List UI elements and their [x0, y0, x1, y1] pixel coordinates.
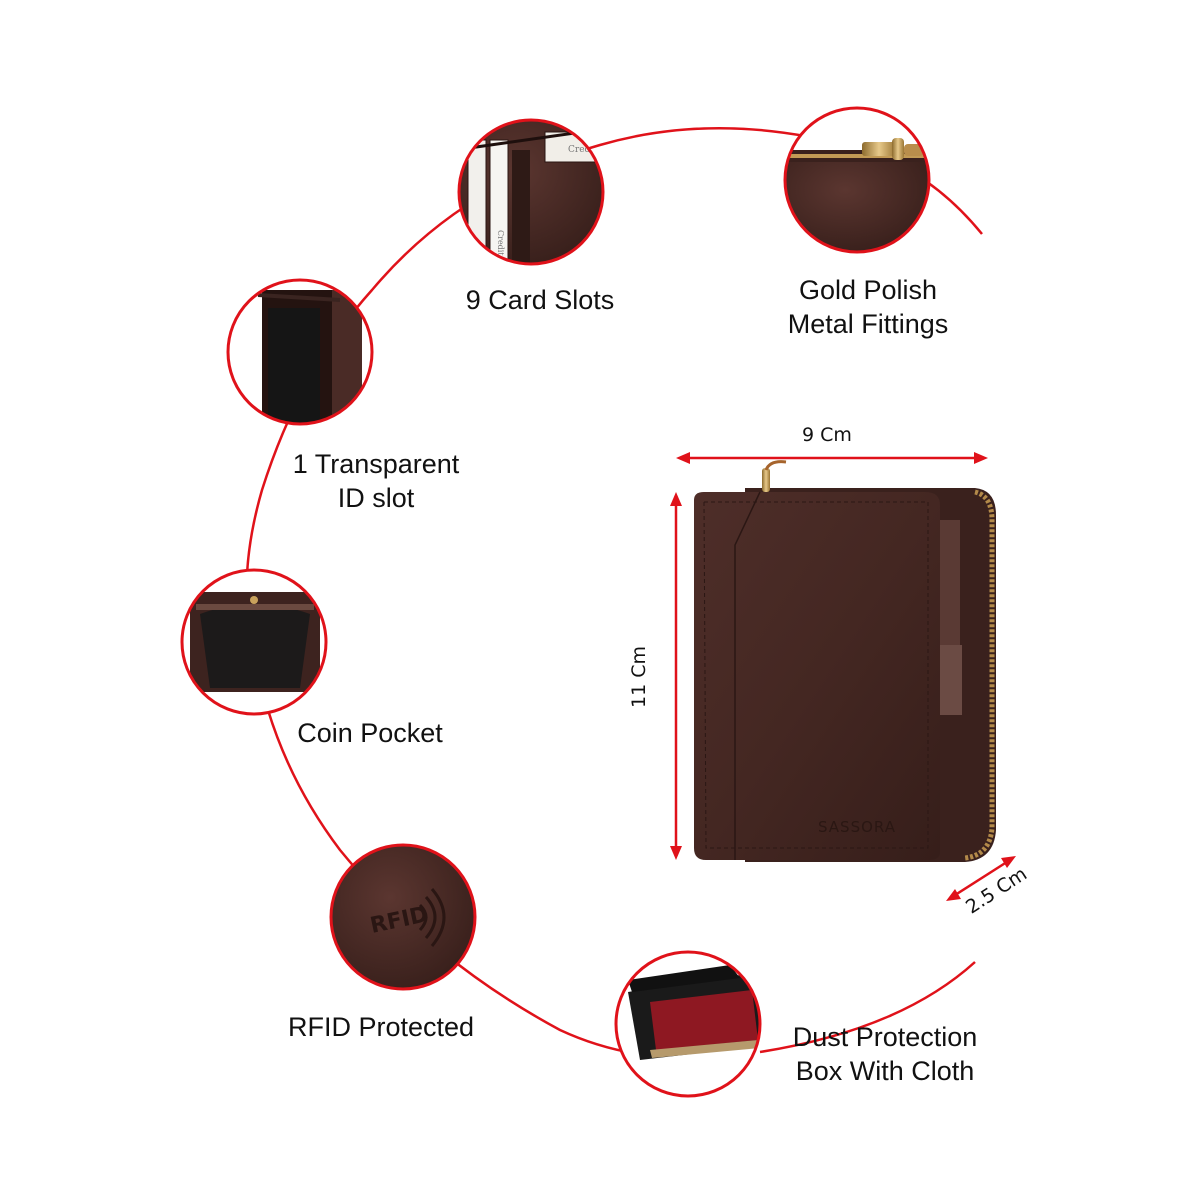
zipper-icon: [783, 106, 931, 254]
wallet-product-image: SASSORA: [694, 460, 996, 862]
gift-box-icon: [614, 950, 762, 1098]
width-dimension-arrow: [676, 452, 988, 464]
card-slots-text: 9 Card Slots: [465, 285, 615, 315]
gold-fittings-line1: Gold Polish: [798, 275, 938, 305]
card-text-2: Credit: [496, 230, 505, 256]
id-slot-line2: ID slot: [337, 483, 415, 513]
height-dimension-arrow: [670, 492, 682, 860]
wallet-brand-emboss: SASSORA: [818, 818, 896, 836]
gold-fittings-line2: Metal Fittings: [787, 309, 949, 339]
coin-pocket-label: Coin Pocket: [270, 716, 470, 750]
card-slots-label: 9 Card Slots: [440, 283, 640, 317]
height-dimension-label: 11 Cm: [628, 646, 650, 708]
width-dimension-label: 9 Cm: [802, 424, 852, 446]
rfid-label: RFID Protected: [266, 1010, 496, 1044]
coin-pocket-text: Coin Pocket: [297, 718, 443, 748]
rfid-text: RFID Protected: [287, 1012, 475, 1042]
rfid-icon: RFID: [329, 843, 477, 991]
card-slots-icon: Credit Credit: [457, 118, 605, 266]
dust-box-line1: Dust Protection: [792, 1022, 978, 1052]
depth-dimension-arrow: [946, 856, 1016, 901]
card-text-1: Credit: [568, 145, 597, 155]
dust-box-line2: Box With Cloth: [795, 1056, 975, 1086]
gold-fittings-label: Gold Polish Metal Fittings: [758, 273, 978, 341]
dust-box-label: Dust Protection Box With Cloth: [772, 1020, 998, 1088]
connecting-arc-end: [759, 961, 976, 1054]
id-slot-line1: 1 Transparent: [292, 449, 460, 479]
id-slot-icon: [226, 278, 374, 426]
coin-pocket-icon: [180, 568, 328, 716]
id-slot-label: 1 Transparent ID slot: [266, 447, 486, 515]
